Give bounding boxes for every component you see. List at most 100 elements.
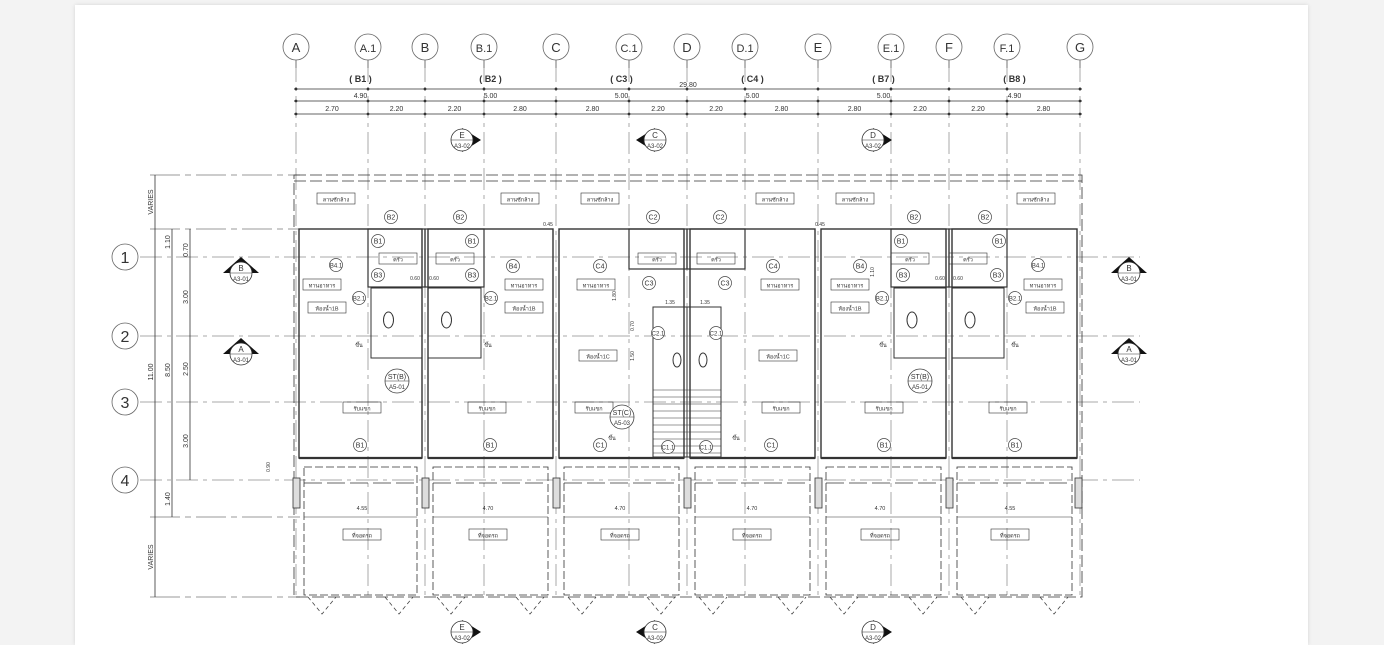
window-tag: C2.1	[710, 332, 723, 338]
room-label-laundry: ลานซักล้าง	[842, 197, 869, 204]
unit-label: ( B8 )	[1003, 74, 1026, 84]
parking-outline	[432, 466, 549, 596]
window-tag-bubble	[896, 268, 910, 282]
room-label-parking-box	[468, 528, 508, 541]
window-tag-bubble	[371, 234, 385, 248]
room-label-laundry: ลานซักล้าง	[507, 197, 534, 204]
module-width: 5.00	[746, 93, 760, 100]
room-label-bathroom-1c-box	[758, 349, 798, 362]
gate-swing	[1039, 596, 1069, 615]
misc-dim: 0.60	[410, 276, 420, 282]
window-tag-bubble	[894, 234, 908, 248]
kitchen-core	[424, 228, 485, 288]
room-label-parking-box	[732, 528, 772, 541]
room-label-bathroom-1b: ห้องน้ำ1B	[512, 305, 536, 313]
toilet-icon	[383, 311, 394, 329]
room-label-kitchen-box	[378, 252, 418, 265]
grid-label-B: B	[421, 40, 430, 55]
stair-up-label: ขึ้น	[484, 341, 492, 349]
window-tag-bubble	[877, 438, 891, 452]
room-label-dining: ทานอาหาร	[837, 284, 864, 290]
window-tag-bubble	[506, 259, 520, 273]
room-label-parking-box	[600, 528, 640, 541]
section-marker-b-right-sheet: A3-01	[1121, 277, 1138, 283]
dim-tick	[816, 87, 820, 91]
dim-tick	[627, 99, 631, 103]
room-label-living-box	[988, 401, 1028, 414]
room-label-laundry: ลานซักล้าง	[323, 197, 350, 204]
room-label-living: รับแขก	[478, 406, 495, 413]
room-label-dining: ทานอาหาร	[1030, 284, 1057, 290]
room-label-living-box	[864, 401, 904, 414]
window-tag: C2.1	[652, 332, 665, 338]
room-label-bathroom-1b-box	[830, 301, 870, 314]
grid-label-D: D	[682, 40, 691, 55]
window-tag: B1	[897, 239, 906, 246]
room-label-dining: ทานอาหาร	[309, 284, 336, 290]
room-label-living: รับแขก	[999, 406, 1016, 413]
window-tag: C1	[767, 443, 776, 450]
dim-tick	[294, 87, 298, 91]
dim-tick	[1078, 112, 1082, 116]
toilet-icon	[964, 311, 976, 329]
room-label-living-box	[574, 401, 614, 414]
dim-tick	[743, 112, 747, 116]
column	[945, 477, 954, 509]
dim: 3.00	[183, 290, 190, 304]
dim-tick	[423, 87, 427, 91]
module-width: 5.00	[615, 93, 629, 100]
varies-bottom: VARIES	[148, 544, 155, 569]
window-tag-bubble	[353, 438, 367, 452]
room-label-laundry-box	[580, 192, 620, 205]
room-label-laundry-box	[1016, 192, 1056, 205]
window-tag: B2	[456, 215, 465, 222]
room-label-living: รับแขก	[585, 406, 602, 413]
gate-swing	[384, 596, 414, 615]
stair-up-label: ขึ้น	[1011, 341, 1019, 349]
window-tag: B2	[981, 215, 990, 222]
grid-label-A.1: A.1	[360, 43, 377, 55]
window-tag: B2	[910, 215, 919, 222]
module-width: 4.90	[354, 93, 368, 100]
room-label-bathroom-1b-box	[307, 301, 347, 314]
window-tag: C3	[721, 281, 730, 288]
unit-label: ( B1 )	[349, 74, 372, 84]
dim-tick	[1005, 112, 1009, 116]
window-tag-bubble	[907, 210, 921, 224]
parking-outline	[303, 466, 418, 596]
section-marker-b-sheet: A3-01	[233, 277, 250, 283]
toilet-icon	[906, 311, 918, 329]
dim-tick	[482, 87, 486, 91]
grid-label-row-2: 2	[121, 329, 130, 346]
section-marker-c-sheet: A3-02	[647, 144, 664, 150]
room-label-dining-box	[576, 278, 616, 291]
dim-tick	[294, 99, 298, 103]
room-label-bathroom-1c-box	[578, 349, 618, 362]
room-label-living: รับแขก	[772, 406, 789, 413]
section-marker-d-bottom-letter: D	[870, 623, 876, 632]
stair-tag-sheet: A5-01	[912, 385, 929, 391]
room-label-dining: ทานอาหาร	[511, 284, 538, 290]
grid-label-D.1: D.1	[736, 43, 753, 55]
stair-core	[686, 306, 722, 458]
window-tag-bubble	[329, 258, 343, 272]
stair-up-label: ขึ้น	[608, 434, 616, 442]
section-marker-c-bottom-letter: C	[652, 623, 658, 632]
dim-tick	[554, 112, 558, 116]
room-label-dining-box	[504, 278, 544, 291]
window-tag-bubble	[642, 276, 656, 290]
bath-core	[370, 287, 423, 359]
window-tag: B1	[486, 443, 495, 450]
dim: 1.40	[165, 492, 172, 506]
window-tag-bubble	[661, 440, 675, 454]
toilet-icon	[441, 311, 452, 329]
gate-swing	[515, 596, 545, 615]
dim-tick	[482, 112, 486, 116]
dim-tick	[627, 112, 631, 116]
section-marker-a-sheet: A3-01	[233, 358, 250, 364]
section-marker-c-letter: C	[652, 131, 658, 140]
window-tag-bubble	[699, 440, 713, 454]
dim-tick	[743, 87, 747, 91]
dim-tick	[482, 99, 486, 103]
